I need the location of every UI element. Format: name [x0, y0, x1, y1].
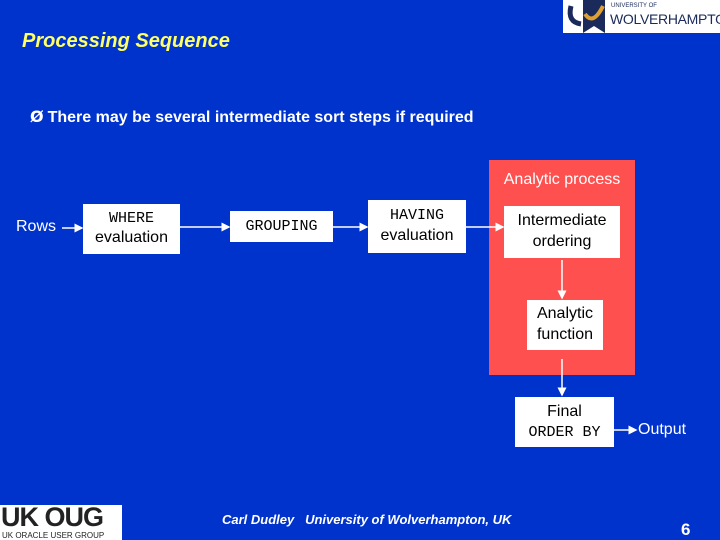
final-line1: Final: [547, 402, 582, 420]
page-number: 6: [681, 520, 691, 539]
having-sub: evaluation: [380, 226, 454, 244]
order-by-keyword: ORDER BY: [528, 423, 601, 441]
slide-title: Processing Sequence: [22, 30, 230, 52]
intermediate-ordering-box: Intermediate ordering: [504, 206, 620, 258]
arrow-bullet-icon: Ø: [30, 107, 44, 126]
intermediate-line2: ordering: [532, 233, 592, 250]
analytic-process-label: Analytic process: [503, 171, 621, 188]
university-of-wolverhampton-logo: UNIVERSITY OF WOLVERHAMPTON: [563, 0, 720, 33]
ukoug-logo-text: UK OUG: [1, 502, 104, 532]
rows-label: Rows: [16, 218, 57, 235]
wolverhampton-emblem-icon: [567, 0, 605, 33]
having-evaluation-box: HAVING evaluation: [368, 200, 466, 253]
ukoug-logo-subtext: UK ORACLE USER GROUP: [2, 531, 105, 540]
footer-credit: Carl Dudley University of Wolverhampton,…: [222, 512, 512, 527]
grouping-box: GROUPING: [230, 211, 333, 242]
intermediate-line1: Intermediate: [517, 212, 607, 230]
where-keyword: WHERE: [108, 209, 154, 227]
bullet-text: There may be several intermediate sort s…: [47, 109, 474, 126]
where-sub: evaluation: [95, 229, 168, 247]
ukoug-logo: UK OUG UK ORACLE USER GROUP: [0, 502, 122, 540]
function-line2: function: [536, 326, 594, 343]
grouping-keyword: GROUPING: [245, 217, 318, 235]
where-evaluation-box: WHERE evaluation: [83, 204, 180, 254]
logo-small-text: UNIVERSITY OF: [611, 3, 657, 9]
output-label: Output: [638, 421, 687, 438]
having-keyword: HAVING: [389, 207, 444, 225]
logo-main-text: WOLVERHAMPTON: [610, 11, 720, 27]
function-line1: Analytic: [536, 305, 594, 323]
analytic-function-box: Analytic function: [527, 300, 603, 350]
final-order-by-box: Final ORDER BY: [515, 397, 614, 447]
